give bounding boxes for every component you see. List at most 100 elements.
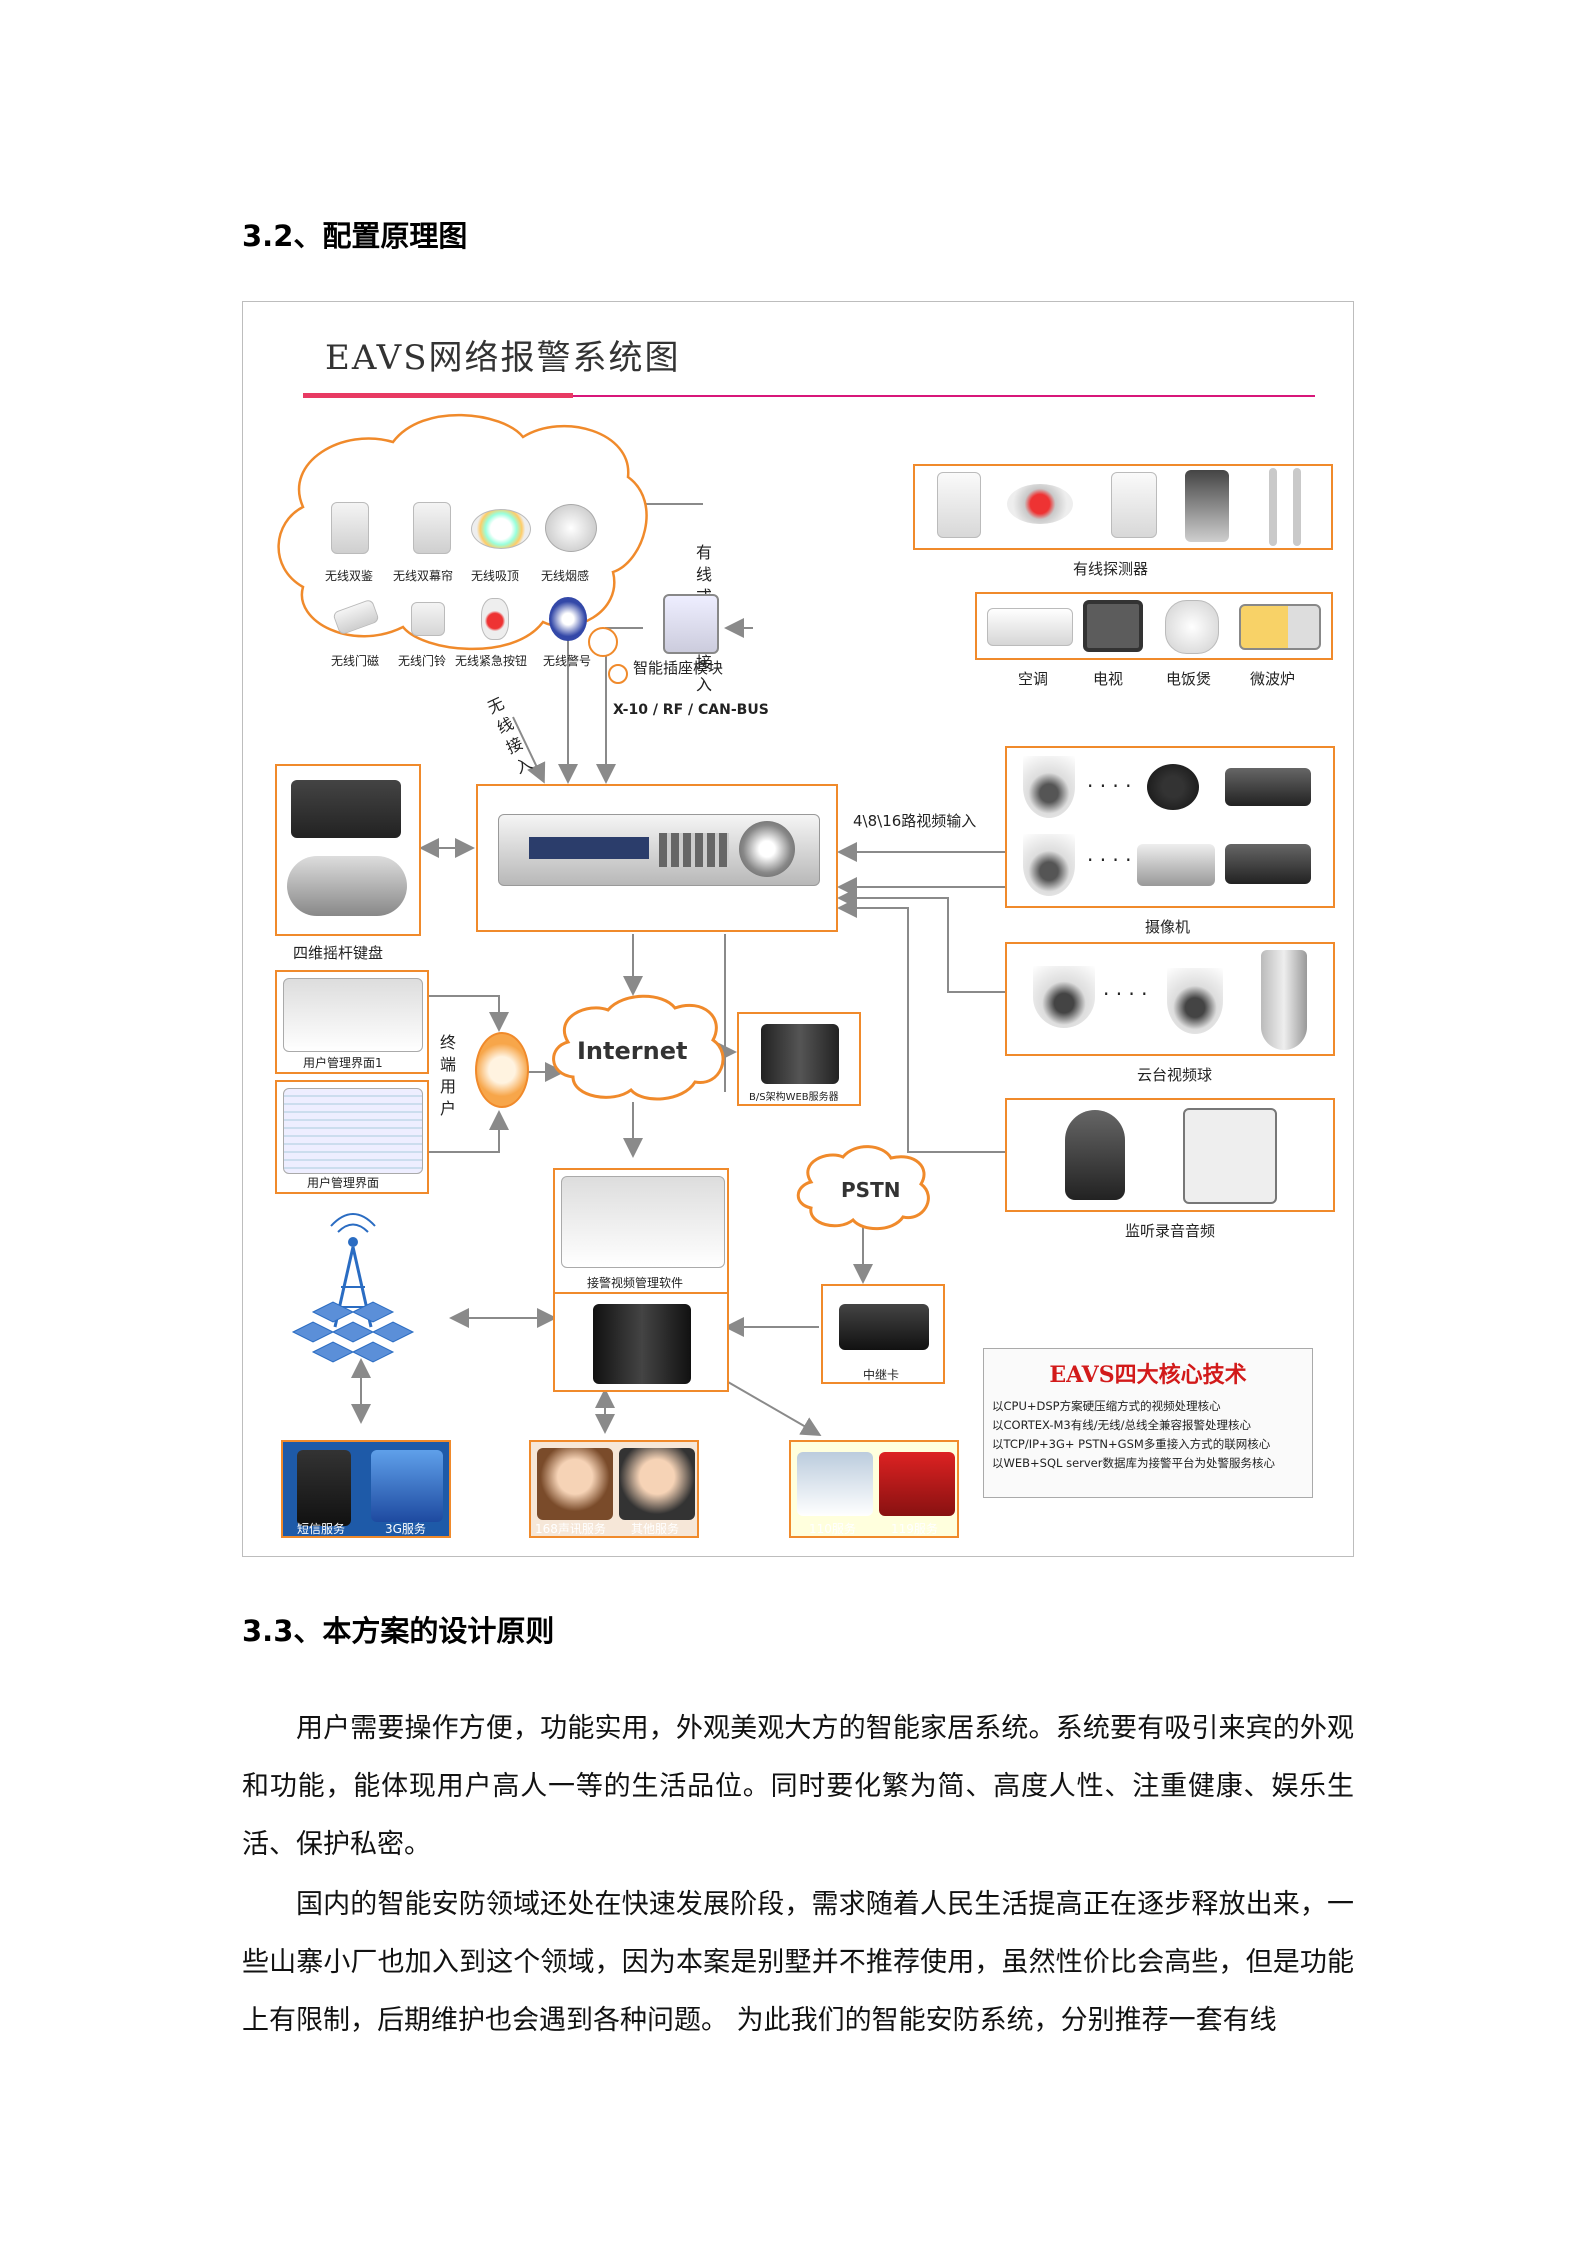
- dvr-box: [476, 784, 838, 932]
- internet-label: Internet: [577, 1037, 688, 1065]
- relay-card-label: 中继卡: [863, 1368, 900, 1382]
- ptz-dome-icon: [1033, 966, 1095, 1028]
- ptz-label: 云台视频球: [1137, 1066, 1213, 1084]
- user-ui1-label: 用户管理界面1: [303, 1056, 383, 1070]
- camera-label: 摄像机: [1145, 918, 1191, 936]
- emergency-button-icon: [481, 598, 509, 640]
- 119-label: 119服务: [891, 1522, 938, 1536]
- core-tech-line-2: 以CORTEX-M3有线/无线/总线全兼容报警处理核心: [992, 1418, 1251, 1432]
- dual-tech-sensor-icon: [331, 502, 369, 554]
- 3g-label: 3G服务: [385, 1522, 426, 1536]
- video-input-label: 4\8\16路视频输入: [853, 812, 977, 830]
- server-icon: [761, 1024, 839, 1084]
- server-box: [553, 1292, 729, 1392]
- wired-detector-icon: [1111, 472, 1157, 538]
- bus-label: X-10 / RF / CAN-BUS: [613, 702, 769, 718]
- wireless-label-1: 无线双鉴: [325, 569, 374, 583]
- outdoor-detector-icon: [1185, 470, 1229, 542]
- smoke-detector-icon: [545, 504, 597, 552]
- curtain-sensor-icon: [413, 502, 451, 554]
- dome-camera-icon-2: [1147, 764, 1199, 810]
- beam-detector-icon-2: [1293, 468, 1301, 546]
- dots-2: · · · ·: [1087, 848, 1132, 872]
- dvr-device-icon: [498, 814, 820, 886]
- ptz-dome-icon-2: [1167, 968, 1223, 1034]
- relay-card-box: [821, 1284, 945, 1384]
- wired-detectors-label: 有线探测器: [1073, 560, 1149, 578]
- family-photo: [619, 1448, 695, 1520]
- wireless-label-8: 无线警号: [543, 654, 592, 668]
- sms-label: 短信服务: [297, 1522, 346, 1536]
- core-tech-line-1: 以CPU+DSP方案硬压缩方式的视频处理核心: [992, 1399, 1221, 1413]
- core-tech-title: EAVS四大核心技术: [1049, 1362, 1247, 1388]
- user-ui-label: 用户管理界面: [307, 1176, 380, 1190]
- 110-label: 110服务: [809, 1522, 856, 1536]
- body-text: 用户需要操作方便，功能实用，外观美观大方的智能家居系统。系统要有吸引来宾的外观和…: [242, 1700, 1354, 2050]
- appliance-label-1: 空调: [1018, 670, 1049, 688]
- call-center-photo: [537, 1448, 613, 1520]
- dots-1: · · · ·: [1087, 774, 1132, 798]
- speed-dome-icon: [1261, 950, 1307, 1050]
- alarm-software-box: [553, 1168, 729, 1294]
- user-ui-screenshot: [283, 1088, 423, 1174]
- terminal-user-icon: [475, 1032, 529, 1108]
- ceiling-sensor-icon: [471, 509, 531, 549]
- alarm-software-screenshot: [561, 1176, 725, 1268]
- dots-3: · · · ·: [1103, 982, 1148, 1006]
- microwave-icon: [1239, 604, 1321, 650]
- wireless-label-4: 无线烟感: [541, 569, 590, 583]
- user-ui-box: [275, 1080, 429, 1194]
- paragraph-1: 用户需要操作方便，功能实用，外观美观大方的智能家居系统。系统要有吸引来宾的外观和…: [242, 1713, 1354, 1860]
- appliance-label-4: 微波炉: [1250, 670, 1296, 688]
- web-server-box: [737, 1012, 861, 1106]
- core-tech-line-3: 以TCP/IP+3G+ PSTN+GSM多重接入方式的联网核心: [992, 1437, 1271, 1451]
- box-camera-icon: [1225, 768, 1311, 806]
- web-server-label: B/S架构WEB服务器: [749, 1092, 839, 1103]
- user-ui1-screenshot: [283, 978, 423, 1052]
- sms-3g-box: 短信服务 3G服务: [281, 1440, 451, 1538]
- microphone-icon: [1065, 1110, 1125, 1200]
- core-tech-line-4: 以WEB+SQL server数据库为接警平台为处警服务核心: [992, 1456, 1275, 1470]
- bullet-camera-icon: [1137, 844, 1215, 886]
- cell-tower-icon: [291, 1213, 415, 1363]
- joystick-keyboard-icon: [291, 780, 401, 838]
- appliance-label-3: 电饭煲: [1166, 670, 1212, 688]
- siren-strobe-icon: [1007, 484, 1073, 524]
- wireless-label-3: 无线吸顶: [471, 569, 520, 583]
- audio-box: [1005, 1098, 1335, 1212]
- fire-truck-photo: [879, 1452, 955, 1516]
- joystick-keyboard-icon-2: [287, 856, 407, 916]
- 168-label: 168声讯服务: [535, 1522, 606, 1536]
- keyboard-label: 四维摇杆键盘: [293, 944, 384, 962]
- wireless-label-5: 无线门磁: [331, 654, 380, 668]
- speaker-icon: [1183, 1108, 1277, 1204]
- wireless-label-7: 无线紧急按钮: [455, 654, 528, 668]
- beam-detector-icon: [1269, 468, 1277, 546]
- appliance-label-2: 电视: [1093, 670, 1124, 688]
- air-conditioner-icon: [987, 608, 1073, 646]
- tv-icon: [1083, 600, 1143, 652]
- camera-box: · · · · · · · ·: [1005, 746, 1335, 908]
- diagram-title: EAVS网络报警系统图: [325, 338, 681, 378]
- section-3-2-title: 3.2、配置原理图: [242, 219, 468, 253]
- paragraph-2: 国内的智能安防领域还处在快速发展阶段，需求随着人民生活提高正在逐步释放出来，一些…: [242, 1889, 1354, 2036]
- keyboard-box: [275, 764, 421, 936]
- doorbell-icon: [411, 602, 445, 636]
- siren-icon: [549, 597, 587, 641]
- server-rack-icon: [593, 1304, 691, 1384]
- wired-detectors-box: [913, 464, 1333, 550]
- system-diagram: EAVS网络报警系统图 无线双鉴 无线双幕帘 无线吸顶 无线烟感 无线门磁 无线…: [242, 301, 1354, 1557]
- wireless-label-2: 无线双幕帘: [393, 569, 454, 583]
- audio-label: 监听录音音频: [1125, 1222, 1216, 1240]
- dome-camera-icon: [1023, 756, 1075, 818]
- phone-icon: [297, 1450, 351, 1526]
- pir-sensor-icon: [937, 472, 981, 538]
- other-label: 其他服务: [631, 1522, 680, 1536]
- user-ui1-box: [275, 970, 429, 1074]
- video-call-screenshot: [371, 1450, 443, 1522]
- box-camera-icon-2: [1225, 844, 1311, 884]
- terminal-user-label: 终端用户: [439, 1033, 456, 1118]
- emergency-service-box: 110服务 119服务: [789, 1440, 959, 1538]
- police-car-photo: [797, 1452, 873, 1516]
- smart-socket-icon: [663, 594, 719, 654]
